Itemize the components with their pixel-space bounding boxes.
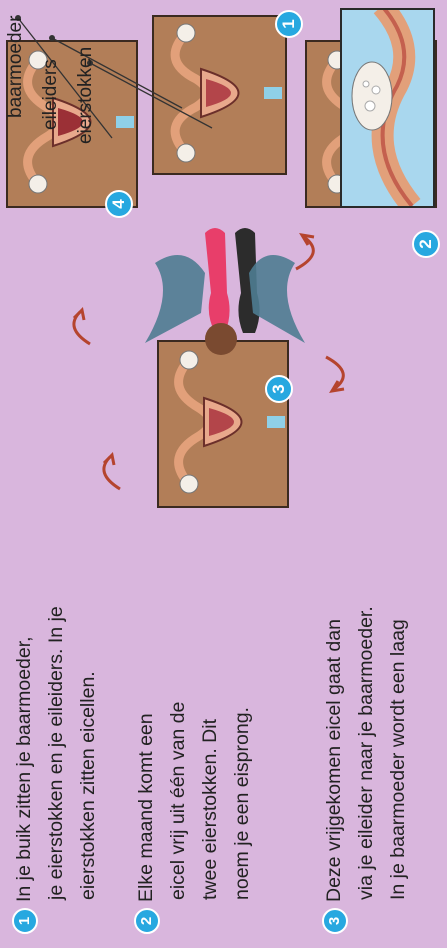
label-eierstokken: eierstokken <box>75 47 97 144</box>
ovary-zoom-illustration <box>342 8 435 206</box>
step-3-line-2: via je eileider naar je baarmoeder. <box>350 606 382 934</box>
step-2-text: 2 Elke maand komt een eicel vrij uit één … <box>130 702 258 934</box>
badge-step-4: 4 <box>105 190 133 218</box>
step-1-text: 1 In je buik zitten je baarmoeder, je eie… <box>8 606 104 934</box>
step-3-line-1: Deze vrijgekomen eicel gaat dan <box>323 619 345 902</box>
arrow-3-to-4-icon <box>90 453 130 493</box>
step-1-line-1: In je buik zitten je baarmoeder, <box>13 636 35 902</box>
panel-ovary-zoom <box>340 8 435 208</box>
step-2-line-1: Elke maand komt een <box>135 713 157 902</box>
step-1-number-icon: 1 <box>12 908 38 934</box>
step-3-line-3: In je baarmoeder wordt een laag <box>382 606 414 934</box>
label-eileiders: eileiders <box>40 59 62 130</box>
step-3-text: 3 Deze vrijgekomen eicel gaat dan via je … <box>318 606 414 934</box>
panel-step-3 <box>157 340 289 508</box>
step-2-line-3: twee eierstokken. Dit <box>194 702 226 934</box>
step-1-line-2: je eierstokken en je eileiders. In je <box>40 606 72 934</box>
step-1-line-3: eierstokken zitten eicellen. <box>72 606 104 934</box>
arrow-1-to-2-icon <box>290 233 330 273</box>
label-baarmoeder: baarmoeder <box>5 16 27 118</box>
badge-step-1: 1 <box>275 10 303 38</box>
badge-step-3: 3 <box>265 375 293 403</box>
uterus-illustration-3 <box>159 340 289 506</box>
step-2-line-4: noem je een eisprong. <box>226 702 258 934</box>
arrow-2-to-3-icon <box>320 353 360 393</box>
step-2-line-2: eicel vrij uit één van de <box>162 702 194 934</box>
arrow-4-to-1-icon <box>60 308 100 348</box>
girl-illustration <box>145 213 305 353</box>
step-2-number-icon: 2 <box>134 908 160 934</box>
step-3-number-icon: 3 <box>322 908 348 934</box>
badge-step-2: 2 <box>412 230 440 258</box>
